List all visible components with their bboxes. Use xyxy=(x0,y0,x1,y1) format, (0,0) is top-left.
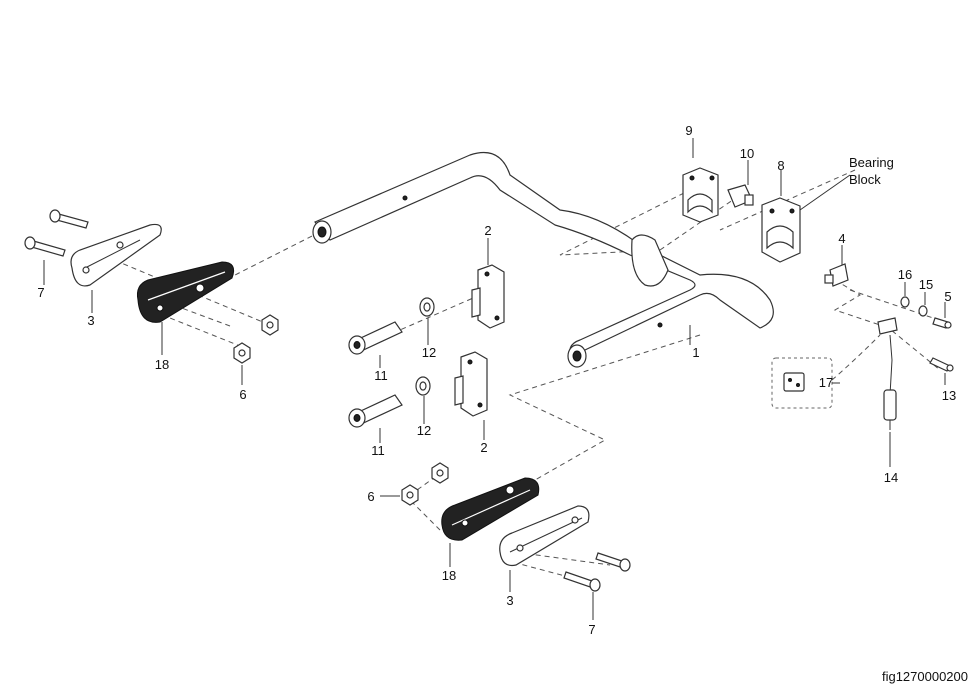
screw-7-upper-b xyxy=(24,236,66,257)
bracket-4 xyxy=(824,263,849,287)
washer-12-upper xyxy=(419,297,435,317)
washer-12-lower xyxy=(415,376,431,396)
pin-10 xyxy=(727,184,754,208)
assembly-dash-lines xyxy=(89,169,946,581)
callout-6-lower: 6 xyxy=(367,489,374,504)
bearing-label-line1: Bearing xyxy=(849,155,894,170)
callout-7-upper: 7 xyxy=(37,285,44,300)
bearing-block-8 xyxy=(761,197,801,263)
callout-1: 1 xyxy=(692,345,699,360)
callout-18-lower: 18 xyxy=(442,568,456,583)
callout-8: 8 xyxy=(777,158,784,173)
figure-id: fig1270000200 xyxy=(882,669,968,684)
cover-3-lower xyxy=(499,505,590,567)
washer-16 xyxy=(900,296,910,308)
callout-leader-lines xyxy=(43,138,946,620)
callout-14: 14 xyxy=(884,470,898,485)
microswitch-17-detail xyxy=(771,334,881,409)
callout-3-lower: 3 xyxy=(506,593,513,608)
handlebar-tube xyxy=(312,151,774,368)
cover-18-upper xyxy=(137,261,235,323)
callout-7-lower: 7 xyxy=(588,622,595,637)
callout-9: 9 xyxy=(685,123,692,138)
callout-2-upper: 2 xyxy=(484,223,491,238)
bolt-5 xyxy=(932,317,952,329)
callout-18-upper: 18 xyxy=(155,357,169,372)
callout-5: 5 xyxy=(944,289,951,304)
callout-2-lower: 2 xyxy=(480,440,487,455)
screw-7-lower-b xyxy=(563,571,601,592)
sensor-cable-14 xyxy=(883,334,897,430)
callout-12-upper: 12 xyxy=(422,345,436,360)
callout-numbers: 9 10 8 4 16 15 5 13 14 17 2 2 1 11 11 12… xyxy=(37,123,956,637)
callout-17: 17 xyxy=(819,375,833,390)
screw-13 xyxy=(929,357,954,372)
clamp-2-lower xyxy=(454,351,488,417)
callout-11-lower: 11 xyxy=(371,443,385,458)
screw-7-upper-a xyxy=(49,209,89,229)
bolt-11-upper xyxy=(348,321,403,355)
callout-12-lower: 12 xyxy=(417,423,431,438)
washer-15 xyxy=(918,305,928,317)
clamp-2-upper xyxy=(471,264,505,329)
nut-6-upper-a xyxy=(261,314,279,336)
callout-11-upper: 11 xyxy=(374,368,388,383)
bolt-11-lower xyxy=(348,394,403,428)
nut-6-upper-b xyxy=(233,342,251,364)
callout-6-upper: 6 xyxy=(239,387,246,402)
screw-7-lower-a xyxy=(595,552,631,572)
nut-6-lower-a xyxy=(431,462,449,484)
callout-16: 16 xyxy=(898,267,912,282)
bearing-label-line2: Block xyxy=(849,172,881,187)
cover-18-lower xyxy=(441,477,540,541)
cover-3-upper xyxy=(70,223,162,287)
callout-13: 13 xyxy=(942,388,956,403)
bearing-block-9 xyxy=(682,167,719,223)
callout-4: 4 xyxy=(838,231,845,246)
callout-10: 10 xyxy=(740,146,754,161)
callout-3-upper: 3 xyxy=(87,313,94,328)
switch-bracket xyxy=(877,317,898,335)
callout-15: 15 xyxy=(919,277,933,292)
nut-6-lower-b xyxy=(401,484,419,506)
